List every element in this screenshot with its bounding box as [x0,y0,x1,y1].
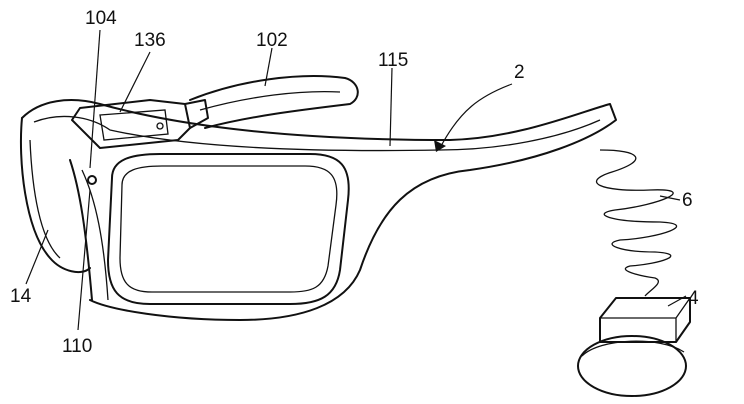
label-115: 115 [378,50,408,71]
lens [107,153,350,305]
label-136: 136 [134,30,166,51]
sensor-110 [87,175,97,185]
label-104: 104 [85,8,117,29]
label-6: 6 [682,190,693,211]
wrist-device [577,297,691,397]
glasses-frame [19,99,617,321]
label-4: 4 [688,288,699,309]
label-102: 102 [256,30,288,51]
label-110: 110 [62,336,92,357]
label-2: 2 [514,62,525,83]
far-temple-arm [189,75,359,129]
leader-lines [25,29,687,331]
coiled-cord [596,149,677,297]
arrow-head [434,140,446,152]
electronics-housing [71,99,209,149]
label-14: 14 [10,286,32,307]
